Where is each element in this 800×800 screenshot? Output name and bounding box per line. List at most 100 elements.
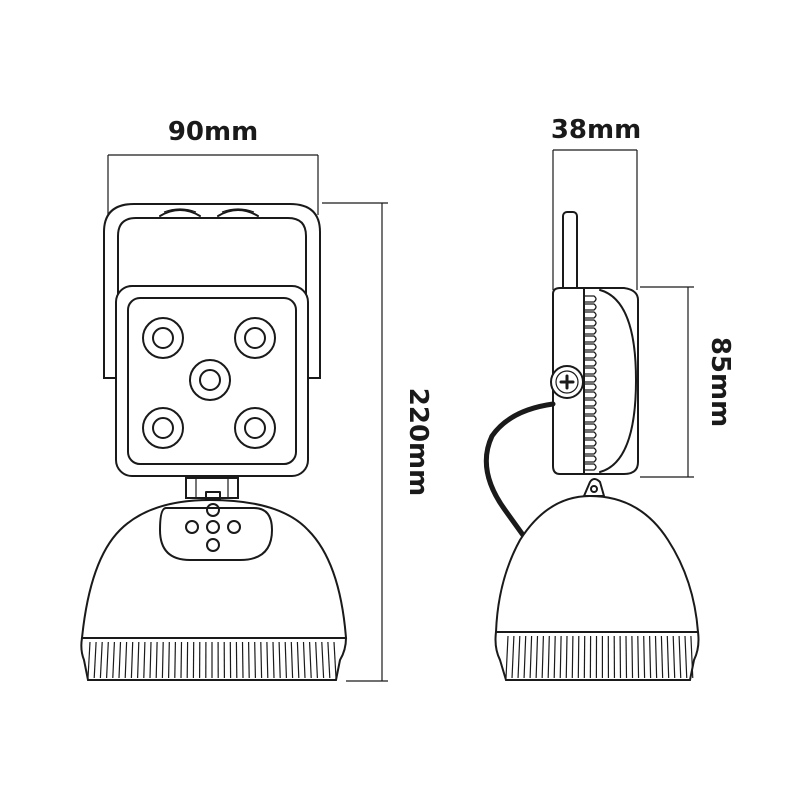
dim-side-depth: 38mm [551, 115, 641, 290]
rib-line [321, 641, 325, 679]
rib-line [168, 641, 170, 679]
dim-front-width: 90mm [107, 117, 319, 215]
rib-line [180, 641, 183, 679]
fin [584, 423, 597, 431]
rib-line [690, 635, 694, 679]
fin [584, 399, 597, 407]
label-front-height: 220mm [403, 388, 433, 496]
rib-line [241, 641, 244, 679]
fin [584, 383, 597, 391]
side-base-ribs [505, 635, 694, 679]
rib-line [643, 635, 646, 679]
rib-line [161, 641, 164, 679]
rib-line [547, 635, 550, 679]
label-side-head-height: 85mm [705, 337, 735, 427]
rib-line [118, 641, 122, 679]
fin [584, 351, 597, 359]
rib-line [272, 641, 275, 679]
rib-line [248, 641, 250, 679]
led-bottom-right [234, 407, 276, 449]
adjust-knob [550, 365, 584, 399]
rib-line [333, 641, 337, 679]
power-cable [483, 401, 556, 545]
rib-line [565, 635, 568, 679]
rib-line [149, 641, 152, 679]
front-lamp-head [115, 285, 309, 477]
rib-line [290, 641, 294, 679]
fin [584, 295, 597, 303]
rib-line [155, 641, 158, 679]
rib-line [174, 641, 176, 679]
fin [584, 463, 597, 471]
rib-line [99, 641, 103, 679]
rib-line [254, 641, 256, 679]
fin [584, 327, 597, 335]
rib-line [517, 635, 521, 679]
rib-line [637, 635, 640, 679]
fin [584, 303, 597, 311]
side-pivot [582, 478, 606, 497]
front-base [80, 498, 348, 681]
side-view: 38mm [483, 115, 735, 681]
side-fins [584, 295, 597, 471]
fin [584, 375, 597, 383]
rib-line [87, 641, 91, 679]
rib-line [631, 635, 634, 679]
fin [584, 311, 597, 319]
led-top-left [142, 317, 184, 359]
front-view: 90mm [80, 117, 433, 682]
control-buttons [185, 503, 241, 552]
rib-line [124, 641, 128, 679]
rib-line [296, 641, 300, 679]
side-lamp-head [550, 287, 639, 475]
rib-line [266, 641, 269, 679]
rib-line [327, 641, 331, 679]
side-base [494, 494, 700, 681]
front-base-ribs [87, 641, 337, 679]
rib-line [511, 635, 515, 679]
rib-line [678, 635, 682, 679]
rib-line [278, 641, 281, 679]
rib-line [260, 641, 263, 679]
fin [584, 319, 597, 327]
rib-line [577, 635, 580, 679]
led-bottom-left [142, 407, 184, 449]
rib-line [672, 635, 676, 679]
dim-side-head-height: 85mm [640, 286, 735, 478]
fin [584, 447, 597, 455]
rib-line [93, 641, 97, 679]
rib-line [143, 641, 146, 679]
rib-line [529, 635, 533, 679]
rib-line [553, 635, 556, 679]
rib-line [666, 635, 670, 679]
rib-line [541, 635, 544, 679]
label-side-depth: 38mm [551, 115, 641, 145]
fin [584, 391, 597, 399]
rib-line [625, 635, 628, 679]
fin [584, 431, 597, 439]
rib-line [315, 641, 318, 679]
fin [584, 415, 597, 423]
led-top-right [234, 317, 276, 359]
rib-line [571, 635, 574, 679]
rib-line [684, 635, 688, 679]
rib-line [649, 635, 652, 679]
rib-line [112, 641, 115, 679]
rib-line [309, 641, 312, 679]
label-front-width: 90mm [168, 117, 258, 147]
led-center [189, 359, 231, 401]
rib-line [660, 635, 664, 679]
rib-line [654, 635, 658, 679]
rib-line [535, 635, 539, 679]
rib-line [523, 635, 527, 679]
fin [584, 335, 597, 343]
rib-line [130, 641, 134, 679]
fin [584, 359, 597, 367]
rib-line [302, 641, 306, 679]
rib-line [106, 641, 109, 679]
front-hinge [185, 477, 239, 501]
fin [584, 367, 597, 375]
rib-line [505, 635, 509, 679]
